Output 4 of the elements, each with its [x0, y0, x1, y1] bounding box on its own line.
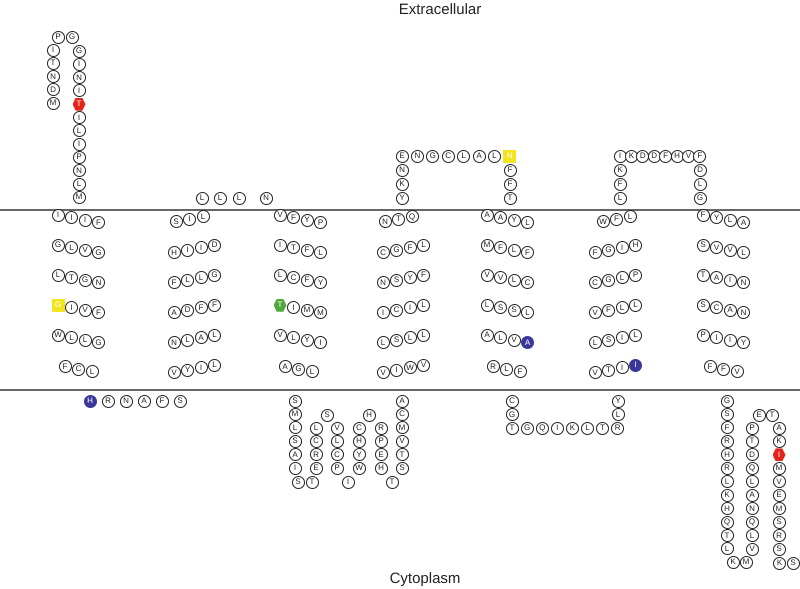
highlighted-residue-square: G: [52, 298, 64, 312]
compartment-label: Extracellular: [398, 1, 482, 19]
highlighted-residue-square: N: [503, 150, 516, 162]
compartment-label: Cytoplasm: [390, 570, 460, 588]
